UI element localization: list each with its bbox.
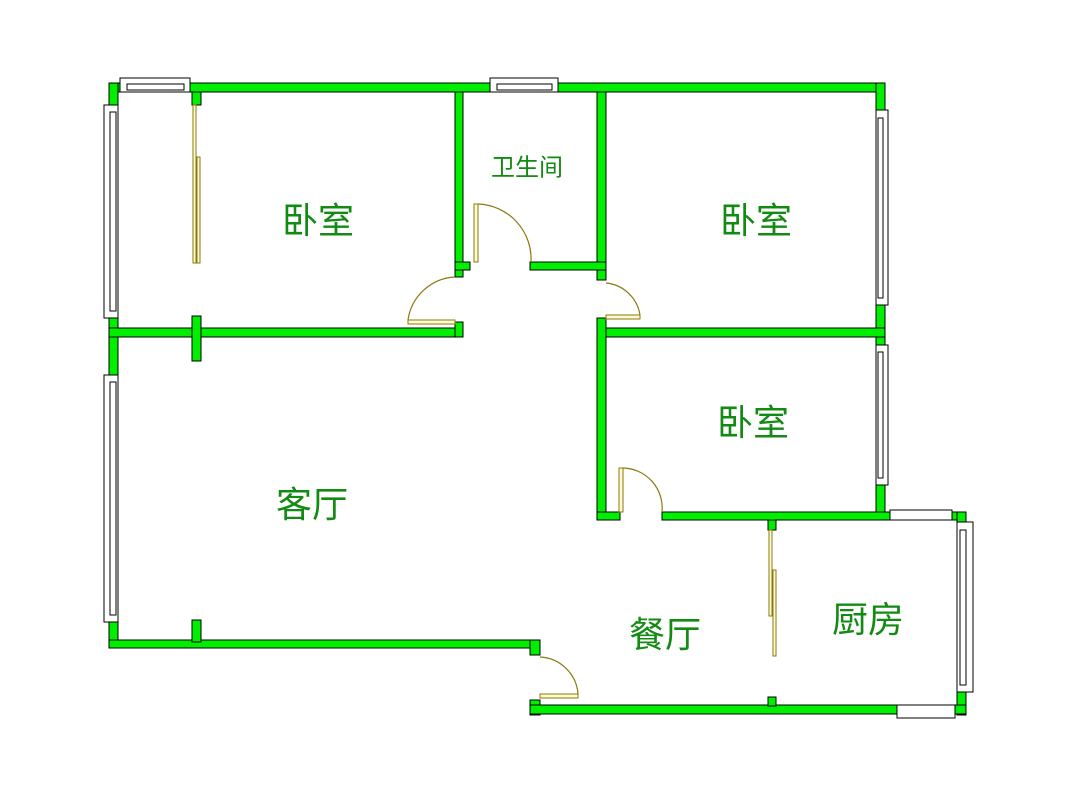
wall <box>454 321 464 338</box>
room-label-dining-room: 餐厅 <box>628 615 702 656</box>
wall <box>767 696 777 707</box>
window-pane <box>109 111 117 312</box>
windows <box>103 77 974 719</box>
wall <box>191 315 202 362</box>
wall <box>596 91 607 281</box>
sliding-door-panel <box>772 569 777 657</box>
wall <box>596 317 607 521</box>
door-swing-arc <box>605 282 641 316</box>
window-pane <box>877 117 884 299</box>
wall <box>191 619 202 643</box>
wall <box>454 261 471 271</box>
room-label-living-room: 客厅 <box>275 485 349 526</box>
room-label-bedroom-1: 卧室 <box>281 201 355 242</box>
room-label-kitchen: 厨房 <box>831 600 905 641</box>
wall <box>108 639 541 649</box>
door-leaf <box>605 314 641 320</box>
window-pane <box>877 351 884 479</box>
wall <box>529 261 607 271</box>
window-pane <box>126 83 185 91</box>
doors <box>192 104 777 699</box>
wall <box>191 91 202 106</box>
room-label-bathroom: 卫生间 <box>491 153 563 182</box>
window-frame <box>896 704 956 719</box>
door-swing-arc <box>477 203 532 263</box>
door-leaf <box>407 319 456 325</box>
door-leaf <box>618 467 624 513</box>
wall <box>529 704 967 715</box>
window-pane <box>496 83 553 91</box>
wall <box>596 511 621 521</box>
door-swing-arc <box>622 467 663 513</box>
wall <box>767 519 777 531</box>
sliding-door-panel <box>192 104 197 264</box>
wall <box>108 327 463 338</box>
room-label-bedroom-3: 卧室 <box>716 403 790 444</box>
door-swing-arc <box>407 276 456 321</box>
door-swing-arc <box>539 656 579 695</box>
wall <box>454 91 464 278</box>
sliding-door-panel <box>768 529 773 617</box>
window-pane <box>109 381 117 616</box>
sliding-door-panel <box>196 156 201 264</box>
wall <box>529 639 541 656</box>
door-leaf <box>473 203 479 263</box>
window-frame <box>889 509 953 521</box>
room-label-bedroom-2: 卧室 <box>719 201 793 242</box>
wall <box>596 327 886 338</box>
window-pane <box>959 529 967 686</box>
door-leaf <box>539 693 579 699</box>
